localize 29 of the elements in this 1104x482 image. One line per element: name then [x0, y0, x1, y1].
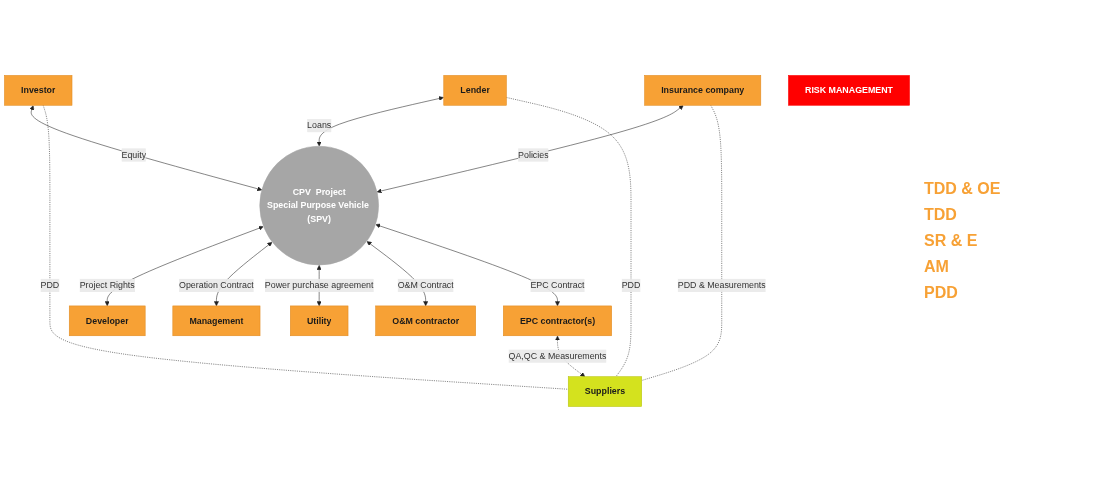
node-box: RISK MANAGEMENT	[788, 75, 910, 106]
node-box: O&M contractor	[375, 305, 476, 337]
connector	[42, 105, 569, 390]
edge-label: Operation Contract	[179, 280, 254, 290]
node-box: Insurance company	[644, 75, 762, 106]
note-text: TDD & OE	[924, 180, 1002, 198]
note-text: TDD	[924, 206, 958, 224]
node-circle: CPV Project Special Purpose Vehicle (SPV)	[259, 145, 379, 266]
node-box: Investor	[4, 75, 73, 106]
note-text: SR & E	[924, 232, 979, 250]
node-box: Lender	[443, 75, 507, 106]
edge-label: Policies	[518, 150, 549, 160]
edge-label: PDD & Measurements	[677, 280, 766, 290]
note-text: PDD	[924, 284, 959, 302]
node-box: Management	[172, 305, 261, 337]
node-box: Developer	[68, 305, 146, 337]
edge-label: O&M Contract	[397, 280, 454, 290]
node-box: Utility	[290, 305, 349, 337]
node-box: Suppliers	[567, 376, 642, 407]
edge-label: Equity	[121, 150, 147, 160]
edge-label: EPC Contract	[530, 280, 585, 290]
edge-label: PDD	[40, 280, 60, 290]
node-box: EPC contractor(s)	[503, 305, 612, 337]
edge-label: Loans	[307, 120, 332, 131]
edge-label: QA,QC & Measurements	[508, 351, 607, 361]
edge-label: Power purchase agreement	[264, 280, 374, 290]
note-text: AM	[924, 258, 950, 276]
edge-label: Project Rights	[79, 280, 135, 290]
edge-label: PDD	[621, 280, 641, 290]
